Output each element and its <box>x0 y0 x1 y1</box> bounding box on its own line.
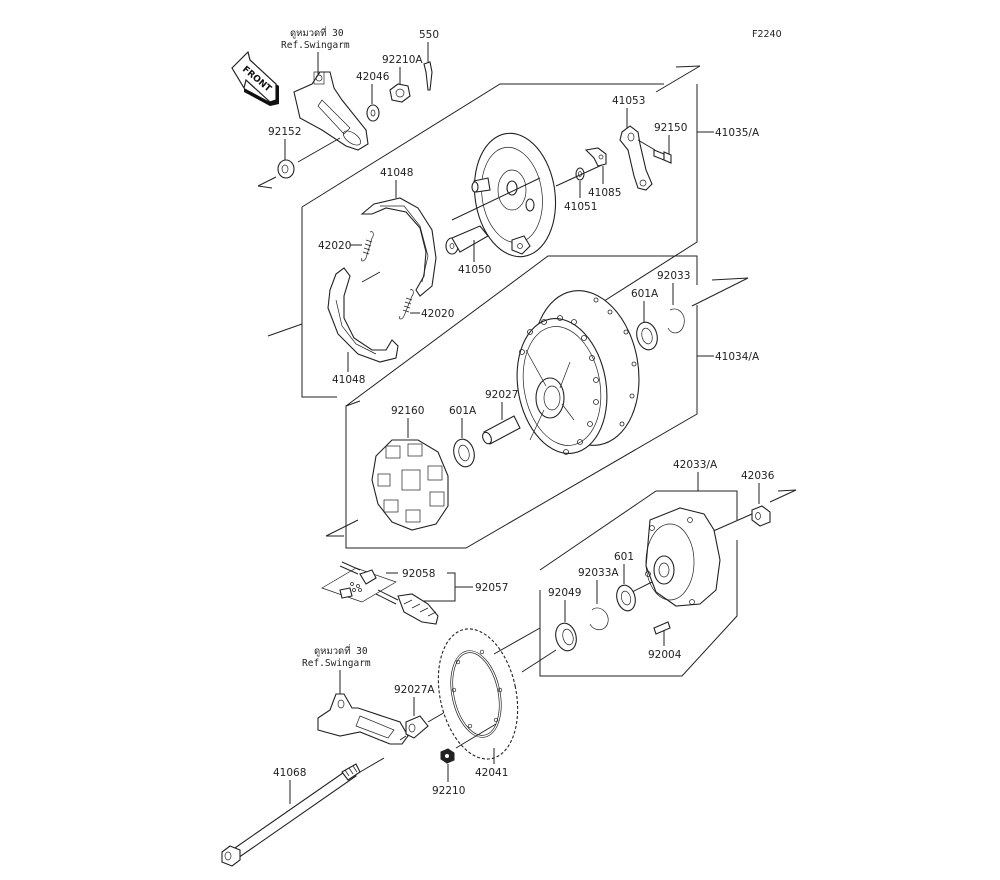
part-brake-panel[interactable] <box>451 128 563 262</box>
part-label-41048-lower: 41048 <box>332 374 365 386</box>
part-label-42046: 42046 <box>356 71 390 83</box>
part-601A-left[interactable]: 601A <box>449 405 477 469</box>
part-label-41050: 41050 <box>458 264 491 276</box>
part-41085[interactable]: 41085 <box>584 147 621 199</box>
part-label-92210: 92210 <box>432 785 465 797</box>
group-box-41035A: 41035/A <box>267 65 760 398</box>
part-label-92027A: 92027A <box>394 684 435 696</box>
reference-thai-bottom: ดูหมวดที่ 30 <box>314 644 368 657</box>
part-label-601: 601 <box>614 551 634 563</box>
part-label-41068: 41068 <box>273 767 306 779</box>
part-550[interactable]: 550 <box>419 29 439 91</box>
part-label-41085: 41085 <box>588 187 621 199</box>
part-coupling[interactable] <box>631 507 721 607</box>
part-label-92210A: 92210A <box>382 54 423 66</box>
part-label-42033A: 42033/A <box>673 459 718 471</box>
part-label-41035A: 41035/A <box>715 127 760 139</box>
part-92210A[interactable]: 92210A <box>382 54 423 103</box>
part-label-42020-upper: 42020 <box>318 240 351 252</box>
part-601A-right[interactable]: 601A <box>631 288 660 352</box>
part-label-42036: 42036 <box>741 470 775 482</box>
reference-label-top: Ref.Swingarm <box>281 40 350 51</box>
part-42041[interactable]: 42041 <box>427 622 541 779</box>
front-arrow-icon: FRONT <box>231 50 279 106</box>
part-92033A[interactable]: 92033A <box>578 567 619 631</box>
swingarm-reference-bottom: ดูหมวดที่ 30 Ref.Swingarm <box>302 644 409 745</box>
part-92152[interactable]: 92152 <box>268 126 341 179</box>
part-41053[interactable]: 41053 <box>612 95 656 191</box>
reference-label-bottom: Ref.Swingarm <box>302 658 371 669</box>
part-label-41048-upper: 41048 <box>380 167 413 179</box>
part-42046[interactable]: 42046 <box>356 71 390 122</box>
part-label-601A-right: 601A <box>631 288 659 300</box>
part-label-92058: 92058 <box>402 568 435 580</box>
part-label-92160: 92160 <box>391 405 424 417</box>
part-label-92152: 92152 <box>268 126 301 138</box>
part-41050[interactable]: 41050 <box>445 225 491 276</box>
part-41051[interactable]: 41051 <box>555 163 605 213</box>
part-601[interactable]: 601 <box>614 551 638 613</box>
part-label-92057: 92057 <box>475 582 508 594</box>
part-label-550: 550 <box>419 29 439 41</box>
part-label-92150: 92150 <box>654 122 687 134</box>
part-label-92004: 92004 <box>648 649 682 661</box>
group-box-42033A: 42033/A <box>521 459 797 677</box>
part-label-601A-left: 601A <box>449 405 477 417</box>
part-label-41034A: 41034/A <box>715 351 760 363</box>
part-41048-upper[interactable]: 41048 <box>360 167 437 297</box>
part-42020-upper[interactable]: 42020 <box>318 231 374 262</box>
part-label-92049: 92049 <box>548 587 581 599</box>
reference-thai-top: ดูหมวดที่ 30 <box>290 26 344 39</box>
swingarm-reference-top: ดูหมวดที่ 30 Ref.Swingarm <box>281 26 369 151</box>
part-41068[interactable]: 41068 <box>221 757 385 867</box>
part-label-41053: 41053 <box>612 95 645 107</box>
part-92033[interactable]: 92033 <box>657 270 690 334</box>
part-92057[interactable]: 92057 <box>375 582 508 625</box>
part-42020-lower[interactable]: 42020 <box>399 289 454 320</box>
part-label-41051: 41051 <box>564 201 597 213</box>
part-42036[interactable]: 42036 <box>741 470 775 527</box>
part-label-92033: 92033 <box>657 270 690 282</box>
part-41048-lower[interactable]: 41048 <box>327 267 399 386</box>
part-92004[interactable]: 92004 <box>648 621 682 661</box>
part-92160[interactable]: 92160 <box>371 405 449 531</box>
part-label-42041: 42041 <box>475 767 508 779</box>
part-92210[interactable]: 92210 <box>432 748 465 797</box>
part-92027[interactable]: 92027 <box>481 389 521 445</box>
diagram-code: F2240 <box>752 29 782 40</box>
group-box-41034A: 41034/A <box>325 255 760 549</box>
part-92049[interactable]: 92049 <box>548 587 581 653</box>
part-label-92027: 92027 <box>485 389 518 401</box>
part-label-42020-lower: 42020 <box>421 308 454 320</box>
part-rear-hub[interactable] <box>507 282 651 460</box>
part-92058[interactable]: 92058 <box>321 561 456 603</box>
part-92150[interactable]: 92150 <box>653 122 687 164</box>
part-label-92033A: 92033A <box>578 567 619 579</box>
